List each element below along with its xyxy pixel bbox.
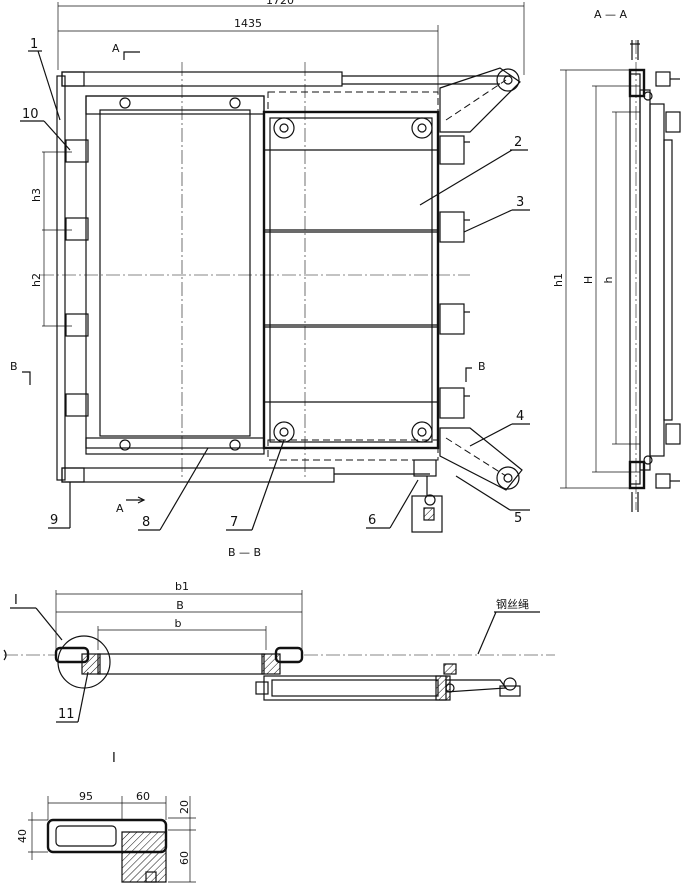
dim-60: 60: [136, 790, 150, 803]
dim-h: h: [602, 276, 615, 283]
dim-overall-width: 1720: [266, 0, 294, 7]
part-10: 10: [22, 107, 39, 122]
section-bb-title: B — B: [228, 546, 261, 559]
section-mark-b-left: B: [10, 360, 31, 385]
dim-opening-width: 1435: [234, 17, 262, 30]
dim-h3: h3: [30, 188, 43, 202]
section-bb-view: B — B b1 B b 钢: [3, 546, 555, 723]
dim-h2: h2: [30, 273, 43, 287]
dim-H: H: [582, 276, 595, 284]
clamp-set-right: [439, 135, 470, 419]
part-4: 4: [516, 409, 524, 424]
opening-width-dimension: 1435: [58, 17, 439, 95]
svg-text:B: B: [10, 360, 18, 373]
part-6: 6: [368, 513, 376, 528]
front-view: 1720 1435 A A B B: [10, 0, 530, 533]
top-hinge-arm: [439, 67, 521, 133]
part-5: 5: [514, 511, 522, 526]
dim-b: b: [175, 617, 182, 630]
part-9: 9: [50, 513, 58, 528]
dim-20: 20: [178, 800, 191, 814]
dim-60-vertical: 60: [178, 851, 191, 865]
detail-i-view: I 95 60 20 60 40: [16, 751, 196, 883]
detail-i-title: I: [112, 751, 116, 766]
part-8: 8: [142, 515, 150, 530]
dim-h1: h1: [552, 273, 565, 287]
lifting-lug: [411, 459, 443, 533]
dim-40: 40: [16, 829, 29, 843]
bottom-hinge-arm: [439, 427, 523, 491]
dim-95: 95: [79, 790, 93, 803]
section-mark-a-bottom: A: [116, 496, 146, 515]
part-3: 3: [516, 195, 524, 210]
overall-width-dimension: 1720: [57, 0, 525, 75]
part-labels-front: 1 10 2 3 4 5 6 7 8: [20, 37, 530, 531]
section-mark-a-top: A: [112, 42, 140, 60]
rail-annotation: 钢丝绳: [496, 597, 529, 611]
dim-b1: b1: [175, 580, 189, 593]
section-aa-title: A — A: [594, 8, 628, 21]
part-2: 2: [514, 135, 522, 150]
part-1: 1: [30, 37, 38, 52]
section-mark-b-right: B: [465, 360, 486, 382]
clamp-set-left: [65, 139, 89, 417]
height-dimensions-left: h3 h2: [30, 151, 72, 327]
part-11: 11: [58, 707, 75, 722]
dim-B: B: [176, 599, 184, 612]
section-aa-view: A — A h1 H h: [552, 8, 681, 512]
svg-text:A: A: [116, 502, 124, 515]
svg-text:A: A: [112, 42, 120, 55]
part-7: 7: [230, 515, 238, 530]
detail-i-marker: I: [14, 593, 18, 608]
svg-text:B: B: [478, 360, 486, 373]
